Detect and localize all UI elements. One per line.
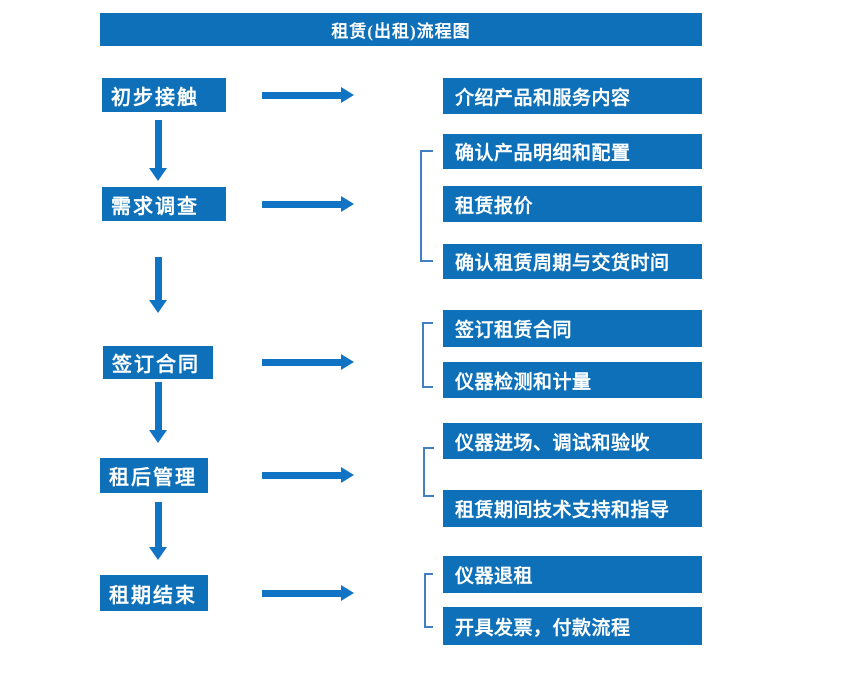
right-arrow-shaft — [262, 471, 341, 479]
detail-instrument-return: 仪器退租 — [443, 556, 702, 593]
step-post-rental-management: 租后管理 — [100, 458, 208, 493]
right-arrow-icon — [341, 86, 354, 103]
right-arrow-shaft — [262, 589, 341, 597]
flowchart-title: 租赁(出租)流程图 — [100, 13, 702, 46]
down-arrow-shaft — [155, 120, 162, 168]
right-arrow-shaft — [262, 358, 341, 366]
detail-invoice-payment: 开具发票，付款流程 — [443, 607, 702, 645]
detail-rental-tech-support: 租赁期间技术支持和指导 — [443, 490, 702, 527]
down-arrow-shaft — [155, 502, 162, 547]
step-sign-contract: 签订合同 — [103, 346, 213, 379]
down-arrow-icon — [149, 547, 167, 560]
down-arrow-shaft — [155, 382, 162, 430]
detail-confirm-period-delivery: 确认租赁周期与交货时间 — [443, 244, 702, 279]
detail-instrument-setup-acceptance: 仪器进场、调试和验收 — [443, 423, 702, 459]
right-arrow-icon — [341, 584, 354, 601]
detail-intro-products-services: 介绍产品和服务内容 — [443, 78, 702, 114]
right-arrow-icon — [341, 353, 354, 370]
down-arrow-icon — [149, 300, 167, 313]
right-arrow-shaft — [262, 91, 341, 99]
group-bracket — [420, 150, 433, 262]
detail-sign-rental-contract: 签订租赁合同 — [443, 310, 702, 347]
detail-instrument-testing-metering: 仪器检测和计量 — [443, 362, 702, 398]
group-bracket — [424, 573, 433, 628]
step-lease-end: 租期结束 — [100, 575, 208, 611]
step-demand-survey: 需求调查 — [102, 187, 226, 221]
detail-confirm-product-config: 确认产品明细和配置 — [443, 134, 702, 169]
right-arrow-shaft — [262, 200, 341, 208]
right-arrow-icon — [341, 195, 354, 212]
right-arrow-icon — [341, 466, 354, 483]
down-arrow-icon — [149, 430, 167, 443]
down-arrow-icon — [149, 168, 167, 181]
group-bracket — [422, 322, 433, 388]
down-arrow-shaft — [155, 257, 162, 300]
detail-rental-quote: 租赁报价 — [443, 186, 702, 222]
group-bracket — [423, 447, 434, 497]
step-initial-contact: 初步接触 — [102, 78, 226, 112]
